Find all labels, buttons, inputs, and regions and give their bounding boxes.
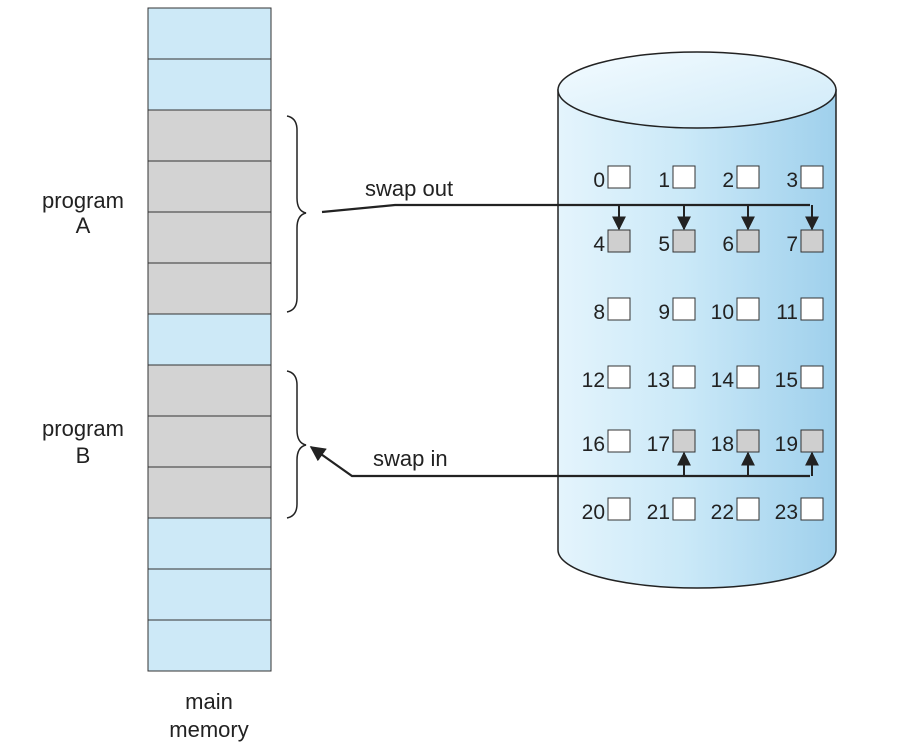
disk-block-number: 18 [711, 433, 734, 456]
disk-block-number: 19 [775, 433, 798, 456]
memory-block-free [147, 619, 272, 672]
disk-block-number: 17 [647, 433, 670, 456]
disk-block-number: 2 [722, 169, 734, 192]
swap-in-label: swap in [373, 446, 448, 471]
disk-block-22 [736, 497, 760, 521]
swap-in-line [309, 446, 810, 478]
disk-block-5 [672, 229, 696, 253]
memory-block-free [147, 313, 272, 366]
disk-block-number: 12 [582, 369, 605, 392]
disk-block-number: 10 [711, 301, 734, 324]
program-b-brace [286, 370, 307, 519]
disk-block-15 [800, 365, 824, 389]
memory-block-free [147, 568, 272, 621]
disk-block-0 [607, 165, 631, 189]
memory-block-used [147, 160, 272, 213]
disk-block-number: 8 [593, 301, 605, 324]
disk-block-21 [672, 497, 696, 521]
disk-block-number: 22 [711, 501, 734, 524]
disk-block-number: 7 [786, 233, 798, 256]
disk-block-number: 23 [775, 501, 798, 524]
disk-block-number: 1 [658, 169, 670, 192]
disk-block-number: 16 [582, 433, 605, 456]
disk-top [557, 51, 837, 129]
swap-out-line [321, 203, 810, 214]
program-a-label-line1: program [42, 188, 124, 213]
memory-caption-line2: memory [169, 717, 248, 742]
memory-block-used [147, 364, 272, 417]
memory-block-free [147, 517, 272, 570]
memory-block-used [147, 415, 272, 468]
disk-block-13 [672, 365, 696, 389]
disk-block-3 [800, 165, 824, 189]
memory-block-used [147, 211, 272, 264]
disk-block-number: 20 [582, 501, 605, 524]
program-a-brace [286, 115, 307, 313]
swap-out-label: swap out [365, 176, 453, 201]
disk-block-7 [800, 229, 824, 253]
program-b-label-line2: B [76, 443, 91, 468]
memory-caption-line1: main [185, 689, 233, 714]
backing-store-disk [557, 51, 837, 589]
disk-block-19 [800, 429, 824, 453]
main-memory [147, 7, 272, 672]
disk-block-17 [672, 429, 696, 453]
disk-block-18 [736, 429, 760, 453]
disk-block-number: 6 [722, 233, 734, 256]
disk-block-number: 9 [658, 301, 670, 324]
disk-block-number: 5 [658, 233, 670, 256]
memory-block-free [147, 7, 272, 60]
disk-block-number: 4 [593, 233, 605, 256]
disk-block-number: 14 [711, 369, 735, 392]
disk-block-20 [607, 497, 631, 521]
disk-block-number: 13 [647, 369, 670, 392]
disk-block-1 [672, 165, 696, 189]
disk-block-2 [736, 165, 760, 189]
disk-block-8 [607, 297, 631, 321]
disk-body [557, 89, 837, 589]
disk-block-4 [607, 229, 631, 253]
disk-block-16 [607, 429, 631, 453]
disk-block-12 [607, 365, 631, 389]
disk-block-10 [736, 297, 760, 321]
program-a-label-line2: A [76, 213, 91, 238]
disk-block-23 [800, 497, 824, 521]
memory-block-free [147, 58, 272, 111]
disk-block-6 [736, 229, 760, 253]
disk-block-number: 0 [593, 169, 605, 192]
memory-block-used [147, 466, 272, 519]
memory-block-used [147, 109, 272, 162]
disk-block-11 [800, 297, 824, 321]
disk-block-number: 21 [647, 501, 670, 524]
swap-out-arrow [321, 203, 819, 231]
disk-block-number: 3 [786, 169, 798, 192]
disk-block-14 [736, 365, 760, 389]
program-b-label-line1: program [42, 416, 124, 441]
disk-block-number: 11 [776, 301, 798, 324]
swap-in-arrow [309, 446, 819, 478]
memory-block-used [147, 262, 272, 315]
disk-block-9 [672, 297, 696, 321]
disk-block-number: 15 [775, 369, 798, 392]
